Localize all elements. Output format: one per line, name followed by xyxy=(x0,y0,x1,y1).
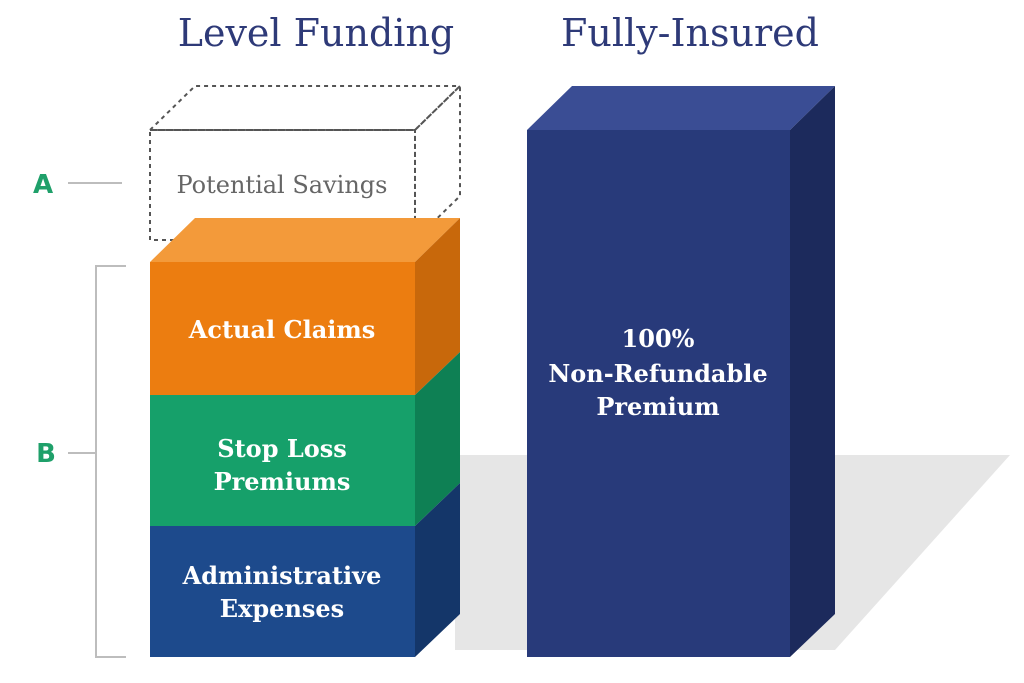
actual-claims-label: Actual Claims xyxy=(188,315,376,344)
potential-savings-label: Potential Savings xyxy=(177,171,388,199)
premium-top-face xyxy=(527,86,835,130)
admin-label-line1: Administrative xyxy=(182,561,382,590)
fully-insured-title: Fully-Insured xyxy=(561,11,819,55)
admin-front-face xyxy=(150,526,415,657)
stop-loss-label-line1: Stop Loss xyxy=(217,434,346,463)
marker-a: A xyxy=(33,170,53,200)
stop-loss-side-face xyxy=(415,352,460,526)
claims-front-face xyxy=(150,262,415,395)
marker-b: B xyxy=(36,439,56,469)
potential-savings-box xyxy=(147,83,463,243)
stop-loss-front-face xyxy=(150,395,415,526)
premium-label-line1: 100% xyxy=(622,324,695,353)
admin-side-face xyxy=(415,483,460,657)
premium-label-line3: Premium xyxy=(596,392,719,421)
stop-loss-label-line2: Premiums xyxy=(214,467,351,496)
claims-side-face xyxy=(415,218,460,395)
claims-top-face xyxy=(150,218,460,262)
premium-label-line2: Non-Refundable xyxy=(548,359,767,388)
bracket-b xyxy=(95,265,126,658)
premium-side-face xyxy=(790,86,835,657)
admin-label-line2: Expenses xyxy=(220,594,344,623)
level-funding-title: Level Funding xyxy=(178,11,455,55)
premium-front-face xyxy=(527,130,790,657)
